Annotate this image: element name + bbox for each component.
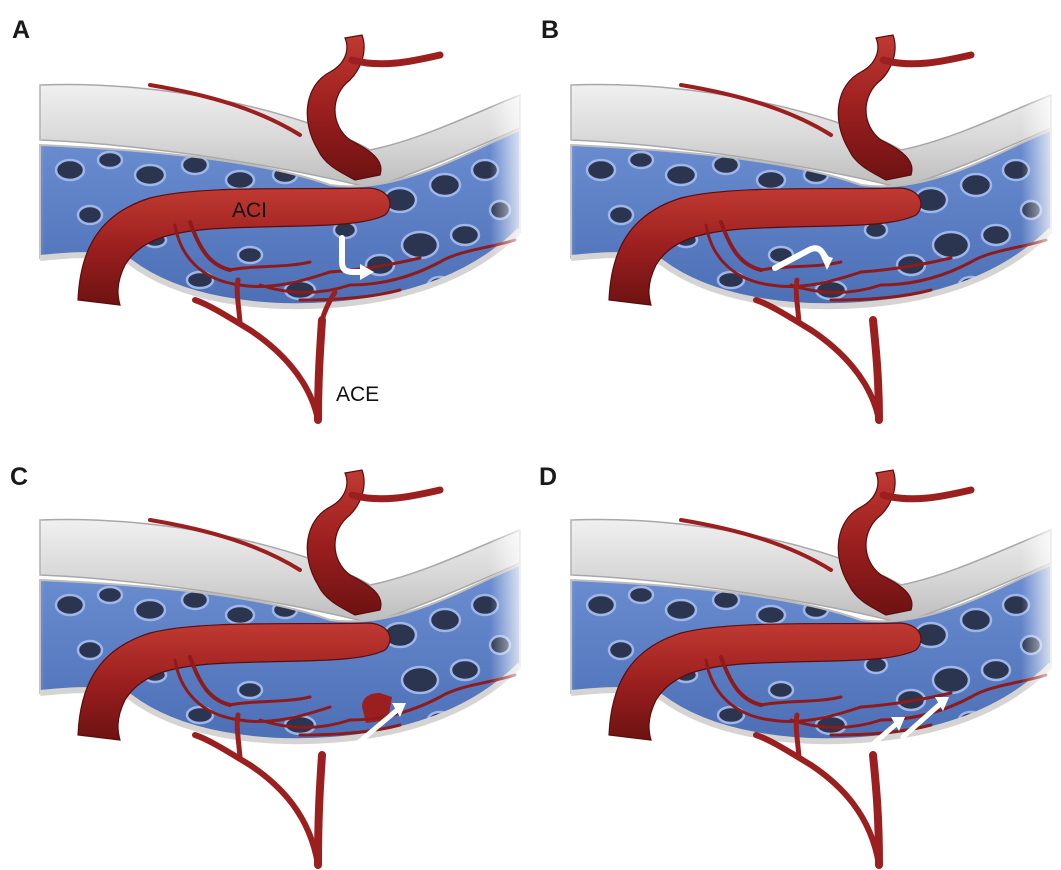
panel-a: A ACI ACE (0, 0, 530, 435)
panel-letter: B (541, 18, 559, 43)
panel-letter: A (12, 18, 30, 43)
panel-d-illustration (531, 435, 1061, 870)
panel-b-illustration (531, 0, 1061, 435)
label-external: ACE (336, 384, 379, 405)
panel-c-illustration (0, 435, 530, 870)
panel-letter: D (539, 465, 557, 490)
label-internal: ACI (232, 200, 267, 221)
panel-d: D (531, 435, 1061, 870)
panel-b: B (531, 0, 1061, 435)
panel-c: C (0, 435, 530, 870)
panel-letter: C (10, 465, 28, 490)
